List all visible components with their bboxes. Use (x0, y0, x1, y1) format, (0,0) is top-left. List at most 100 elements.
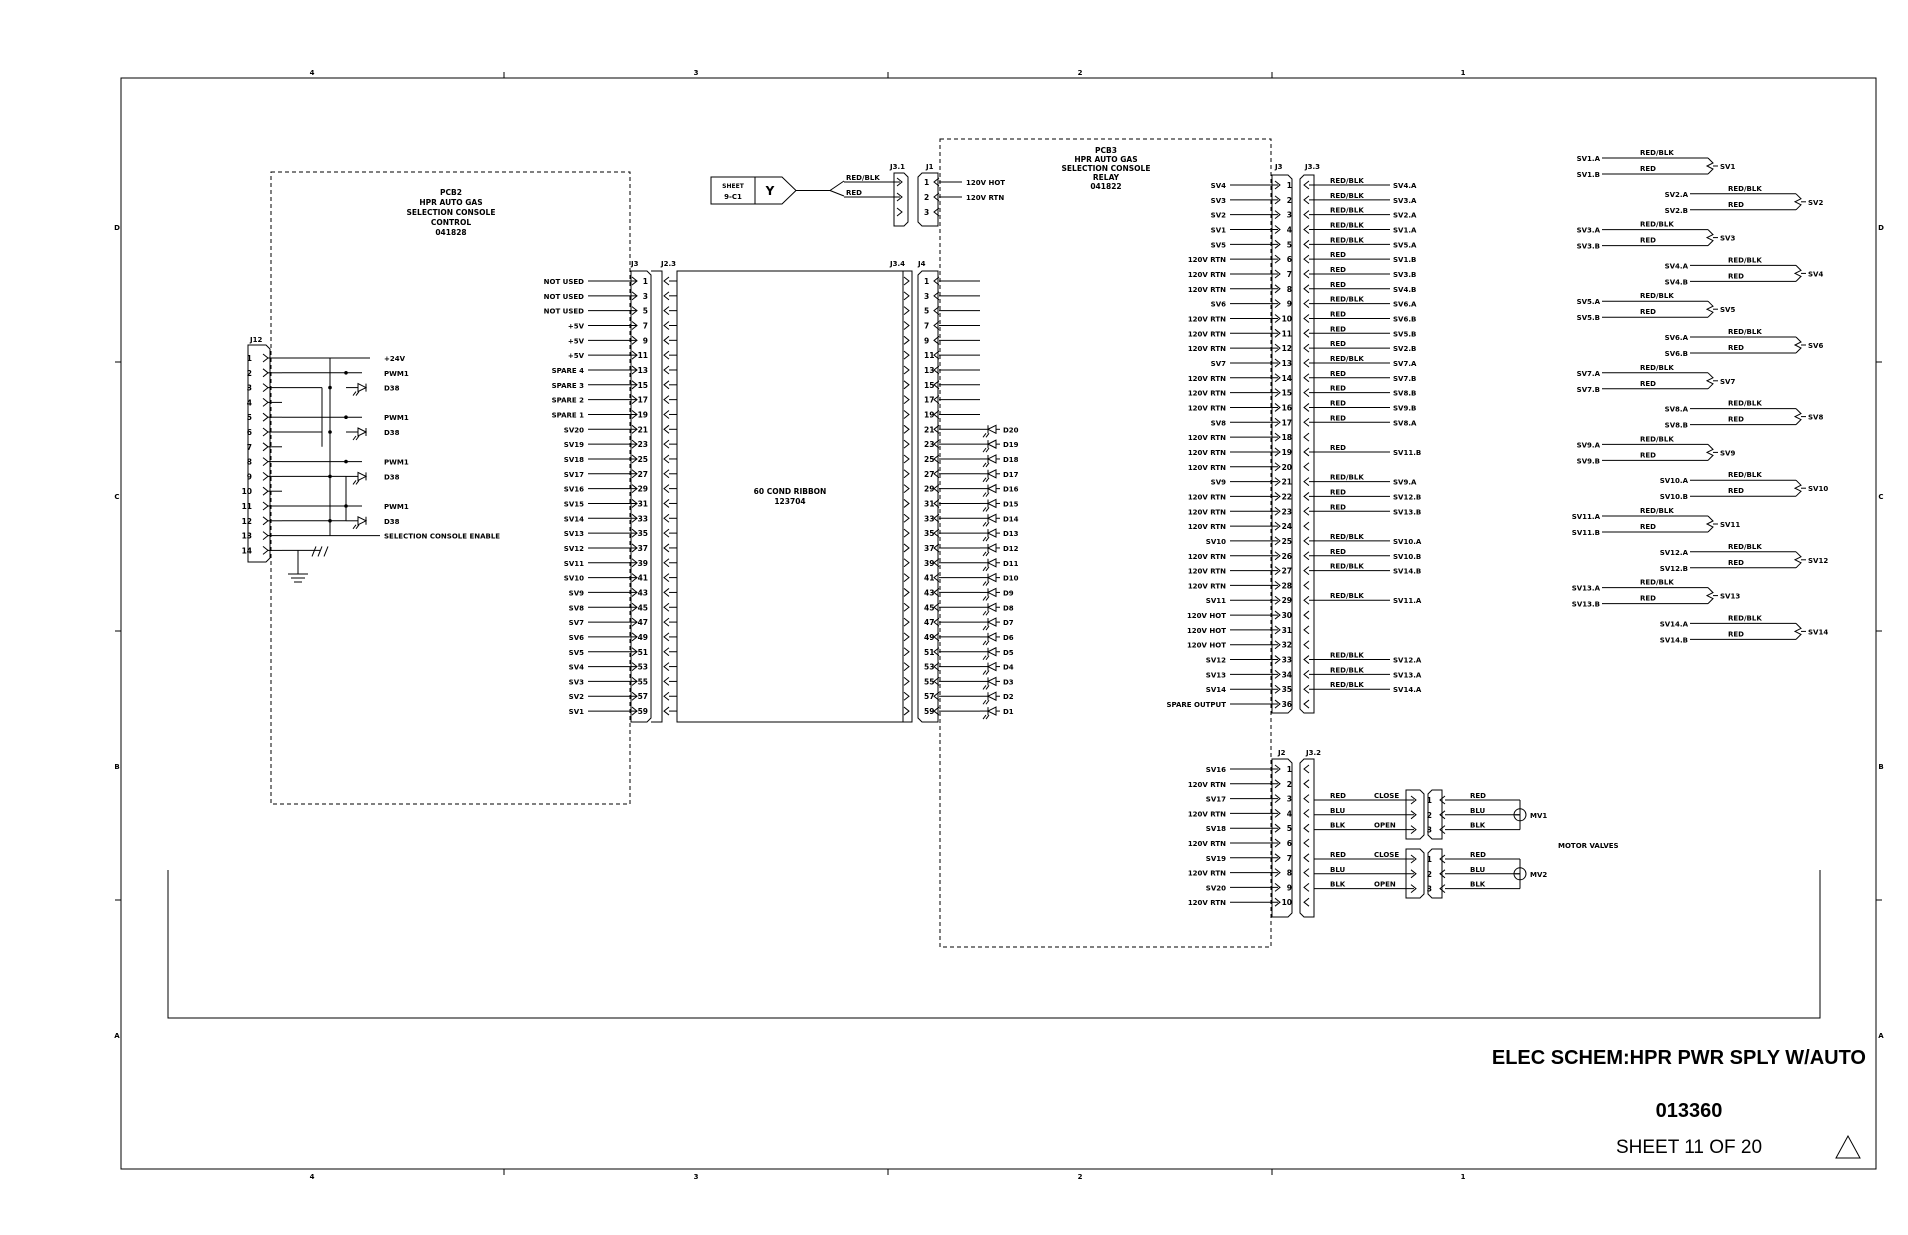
pin-chevron (663, 276, 670, 286)
j2-pin-number: 4 (1287, 809, 1292, 818)
j12-connector: 1234567891011121314+24VPWM1D38PWM1D38PWM… (242, 344, 500, 583)
pin-chevron (663, 632, 670, 642)
j12-signal-label: PWM1 (384, 414, 409, 422)
j4-pin-number: 55 (924, 677, 934, 686)
pin-chevron (1274, 239, 1281, 249)
pin-chevron (903, 691, 910, 701)
led-rays-icon (982, 477, 990, 483)
pin-chevron (1303, 823, 1310, 833)
pin-chevron (903, 662, 910, 671)
led-icon (986, 661, 997, 672)
pin-chevron (1303, 417, 1310, 427)
pin-chevron (1303, 521, 1310, 531)
j3-pin-number: 27 (1282, 567, 1292, 576)
connector-label-j3-3: J3.3 (1304, 163, 1320, 171)
wire-color-label: RED/BLK (1728, 614, 1762, 622)
led-icon (986, 454, 997, 464)
j3-signal-label: 120V RTN (1188, 271, 1226, 279)
wire-color-label: RED (1330, 370, 1346, 378)
pin-chevron (933, 632, 940, 642)
motor-valve-icon (1513, 808, 1527, 822)
wire-color-label: RED/BLK (1728, 256, 1762, 264)
pin-chevron (903, 291, 910, 301)
pin-chevron (903, 424, 910, 434)
j3-pin-number: 30 (1282, 611, 1292, 620)
j3-signal-label: SV16 (564, 486, 584, 494)
valve-pin-number: 2 (1427, 811, 1432, 820)
j4-pin-number: 49 (924, 633, 934, 642)
wire-color-label: RED (1640, 595, 1656, 603)
solenoid-coil-icon (1793, 408, 1802, 425)
j3-signal-label: SV17 (564, 471, 584, 479)
j3-pin-number: 57 (638, 692, 648, 701)
pin-chevron (631, 632, 638, 642)
pin-chevron (903, 513, 910, 523)
destination-label: SV1.A (1393, 226, 1417, 234)
pin-chevron (663, 528, 670, 538)
j3-signal-label: SV14 (1206, 686, 1226, 694)
pin-chevron (903, 602, 910, 612)
pin-chevron (1303, 551, 1310, 561)
solenoid-terminal-a: SV13.A (1572, 585, 1601, 593)
led-icon (986, 617, 997, 627)
pin-chevron (903, 647, 910, 657)
solenoid-terminal-b: SV10.B (1660, 493, 1688, 501)
solenoid-terminal-b: SV5.B (1577, 314, 1600, 322)
led-rays-icon (982, 551, 990, 557)
solenoid-coil-icon (1705, 587, 1714, 604)
wire-color-label: RED/BLK (1330, 192, 1364, 200)
pin-chevron (1410, 810, 1417, 820)
wire-color-label: BLK (1330, 881, 1346, 889)
j3-signal-label: 120V RTN (1188, 582, 1226, 590)
j3-pin-number: 31 (1282, 626, 1292, 635)
j3-pin-number: 23 (638, 440, 648, 449)
j1-housing (917, 172, 939, 227)
led-rays-icon (982, 655, 990, 661)
pin-chevron (903, 321, 910, 330)
solenoid-terminal-a: SV6.A (1665, 334, 1689, 342)
solenoid-name: SV9 (1720, 449, 1735, 457)
pin-chevron (1303, 254, 1310, 264)
pin-chevron (663, 291, 670, 301)
led-icon (986, 439, 997, 449)
j3-signal-label: SV1 (1211, 226, 1226, 234)
pin-chevron (1303, 625, 1310, 635)
sheet-reference[interactable]: SHEET 9-C1 Y (710, 176, 845, 205)
pin-chevron (933, 513, 940, 523)
j1-pin-number: 1 (924, 178, 929, 187)
ground-icon (288, 573, 308, 583)
led-rays-icon (982, 596, 990, 601)
destination-label: SV7.B (1393, 375, 1416, 383)
j4-pin-number: 29 (924, 485, 934, 494)
j3-4-housing (903, 270, 913, 723)
solenoid-terminal-b: SV14.B (1660, 636, 1688, 644)
pin-chevron (903, 439, 910, 449)
j3-signal-label: 120V RTN (1188, 449, 1226, 457)
j3-pin-number: 25 (1282, 537, 1292, 546)
valve-pin-number: 3 (1427, 826, 1432, 835)
pin-chevron (1303, 403, 1310, 412)
destination-label: SV9.B (1393, 404, 1416, 412)
j3-pin-number: 35 (638, 529, 648, 538)
j4-pin-number: 45 (924, 603, 934, 612)
solenoid-terminal-a: SV14.A (1660, 620, 1689, 628)
motor-valves-label: MOTOR VALVES (1558, 842, 1619, 850)
j3-pin-number: 49 (638, 633, 648, 642)
solenoid-coil-icon (1705, 372, 1714, 390)
pin-chevron (631, 276, 638, 286)
j2-pin-number: 7 (1287, 854, 1292, 863)
solenoid-name: SV8 (1808, 414, 1823, 422)
j2-pin-number: 10 (1282, 898, 1292, 907)
pin-chevron (1303, 581, 1310, 590)
connector-label-j3-right: J3 (1274, 163, 1283, 171)
j3-pin-number: 4 (1287, 225, 1292, 234)
j3-pin-number: 1 (643, 277, 648, 286)
j2-pin-number: 5 (1287, 824, 1292, 833)
pin-chevron (631, 528, 638, 538)
destination-label: SV8.B (1393, 390, 1416, 398)
j3-signal-label: SV20 (564, 426, 584, 434)
j3-2-housing (1299, 758, 1315, 918)
pin-chevron (903, 365, 910, 375)
led-rays-icon (982, 536, 990, 542)
j2-signal-label: 120V RTN (1188, 781, 1226, 789)
